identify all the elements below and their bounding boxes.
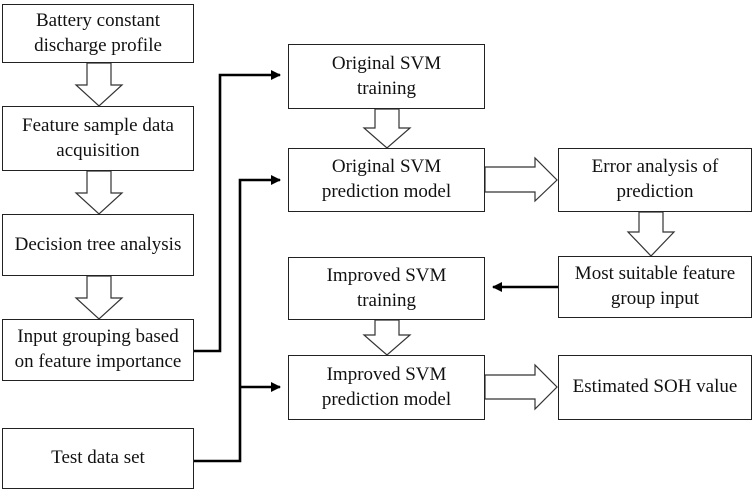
node-battery-discharge-profile: Battery constant discharge profile: [2, 4, 194, 63]
connector-test-data-to-orig-model: [194, 175, 281, 463]
node-decision-tree-analysis: Decision tree analysis: [2, 214, 194, 276]
block-arrow-orig-model-to-error: [484, 156, 558, 203]
block-arrow-improved-training-to-improved-model: [362, 319, 412, 356]
node-original-svm-prediction-model: Original SVM prediction model: [288, 148, 485, 212]
block-arrow-decision-tree-to-grouping: [74, 275, 124, 320]
node-text-line: Most suitable feature: [574, 263, 736, 285]
block-arrow-improved-model-to-soh: [484, 363, 558, 411]
node-text-line: group input: [610, 288, 700, 309]
block-arrow-acquisition-to-decision-tree: [74, 170, 124, 215]
node-most-suitable-feature-group: Most suitable feature group input: [558, 256, 752, 318]
node-text-line: discharge profile: [34, 34, 162, 56]
node-text-line: on feature importance: [14, 351, 182, 372]
node-text-line: Estimated SOH value: [572, 376, 738, 398]
node-text-line: Decision tree analysis: [14, 233, 182, 255]
block-arrow-profile-to-acquisition: [74, 62, 124, 107]
node-text-line: Input grouping based: [17, 326, 179, 348]
node-text-line: training: [356, 289, 417, 311]
node-text-line: acquisition: [56, 139, 140, 161]
block-arrow-error-to-feature-group: [626, 211, 676, 257]
node-text-line: Test data set: [51, 447, 145, 469]
node-text-line: prediction model: [321, 388, 452, 410]
node-original-svm-training: Original SVM training: [288, 44, 485, 109]
block-arrow-orig-training-to-orig-model: [362, 108, 412, 149]
node-feature-sample-acquisition: Feature sample data acquisition: [2, 106, 194, 171]
node-improved-svm-prediction-model: Improved SVM prediction model: [288, 355, 485, 420]
node-estimated-soh-value: Estimated SOH value: [558, 355, 752, 420]
connector-grouping-to-orig-training: [194, 70, 281, 353]
node-test-data-set: Test data set: [2, 428, 194, 489]
node-text-line: Feature sample data: [22, 114, 174, 136]
node-text-line: Improved SVM: [326, 363, 447, 385]
node-error-analysis: Error analysis of prediction: [558, 148, 752, 212]
node-text-line: training: [356, 77, 417, 99]
node-text-line: Original SVM: [331, 52, 442, 74]
node-text-line: Original SVM: [331, 156, 442, 178]
node-input-grouping: Input grouping based on feature importan…: [2, 319, 194, 381]
node-improved-svm-training: Improved SVM training: [288, 257, 485, 320]
node-text-line: Error analysis of: [591, 156, 719, 178]
node-text-line: prediction: [616, 181, 694, 202]
node-text-line: prediction model: [321, 181, 452, 202]
node-text-line: Improved SVM: [326, 264, 447, 286]
node-text-line: Battery constant: [35, 9, 160, 31]
